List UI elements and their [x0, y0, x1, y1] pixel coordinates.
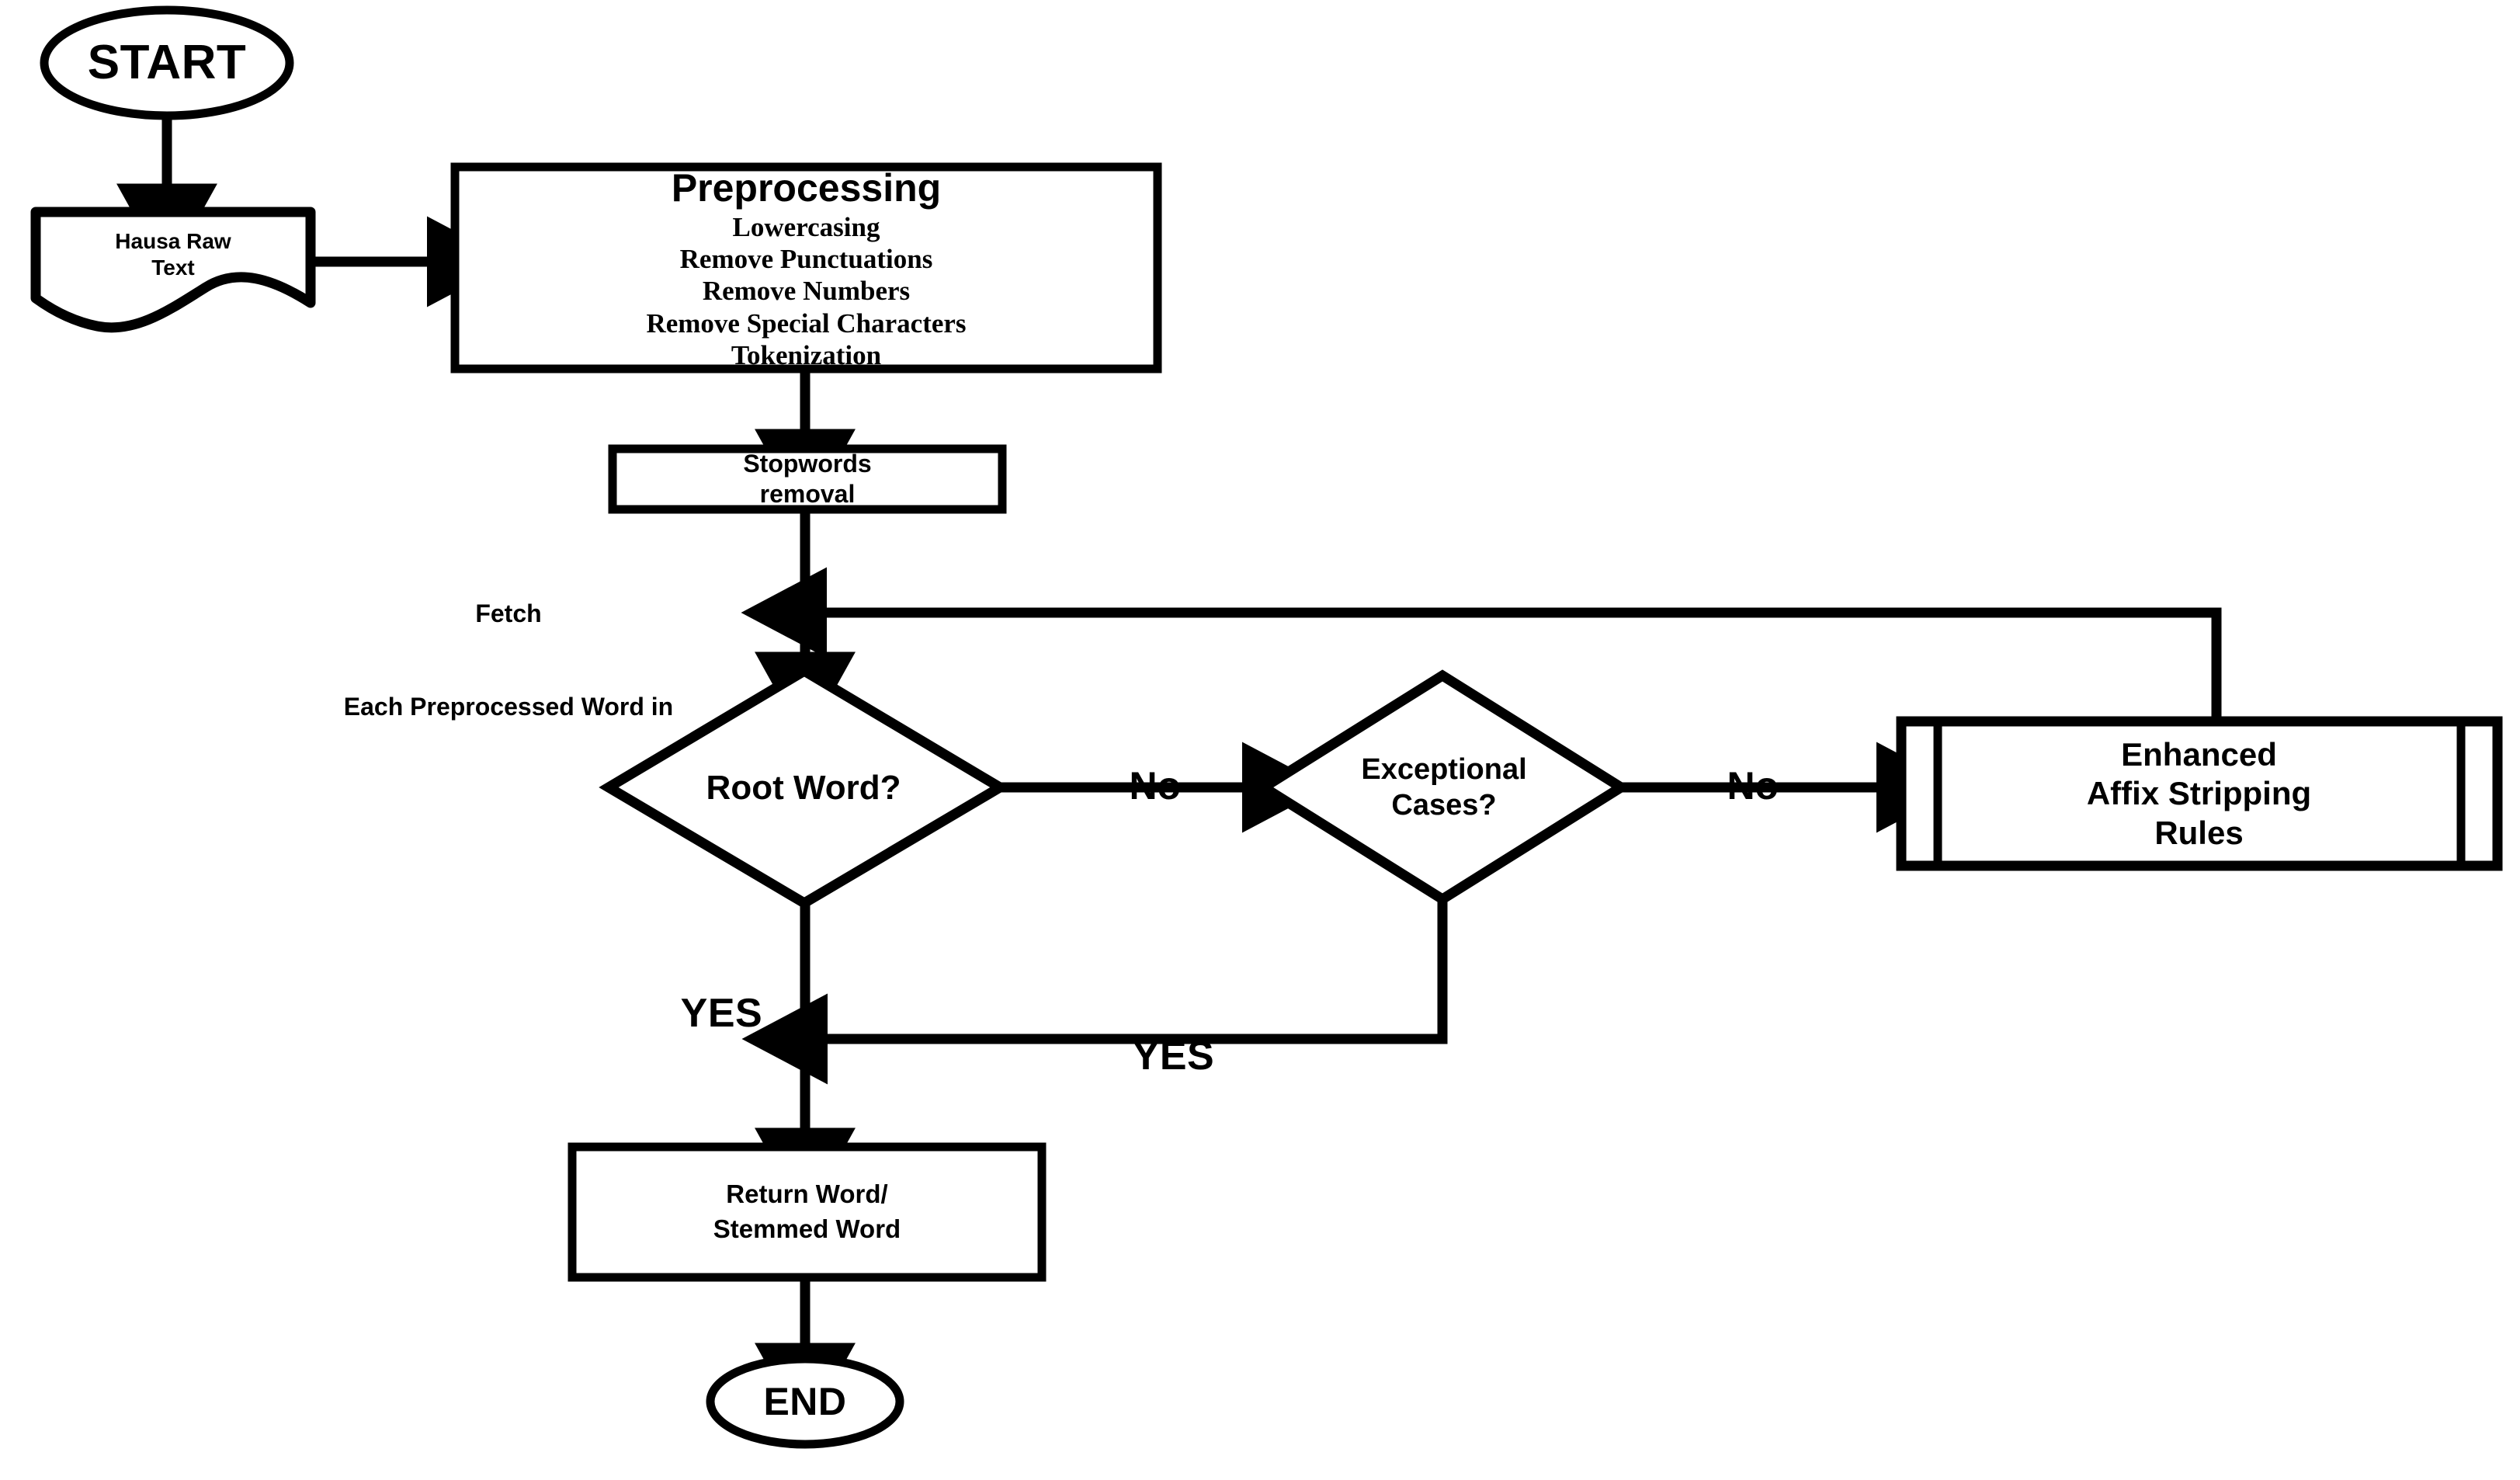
- end-node-shape: [706, 1354, 904, 1449]
- raw-text-document-shape: [30, 207, 316, 333]
- return-word-node-shape: [568, 1142, 1047, 1282]
- start-node-shape: [40, 5, 294, 120]
- edge-affix-rules-feedback-to-root-word: [741, 567, 2222, 721]
- edge-exceptional-cases-yes-to-return-word: [741, 899, 1448, 1085]
- preprocessing-node-shape: [450, 162, 1162, 373]
- exceptional-cases-node-shape: [1254, 669, 1631, 905]
- affix-rules-node-shape: [1896, 716, 2503, 871]
- root-word-node-shape: [599, 665, 1010, 909]
- stopwords-node-shape: [608, 444, 1007, 514]
